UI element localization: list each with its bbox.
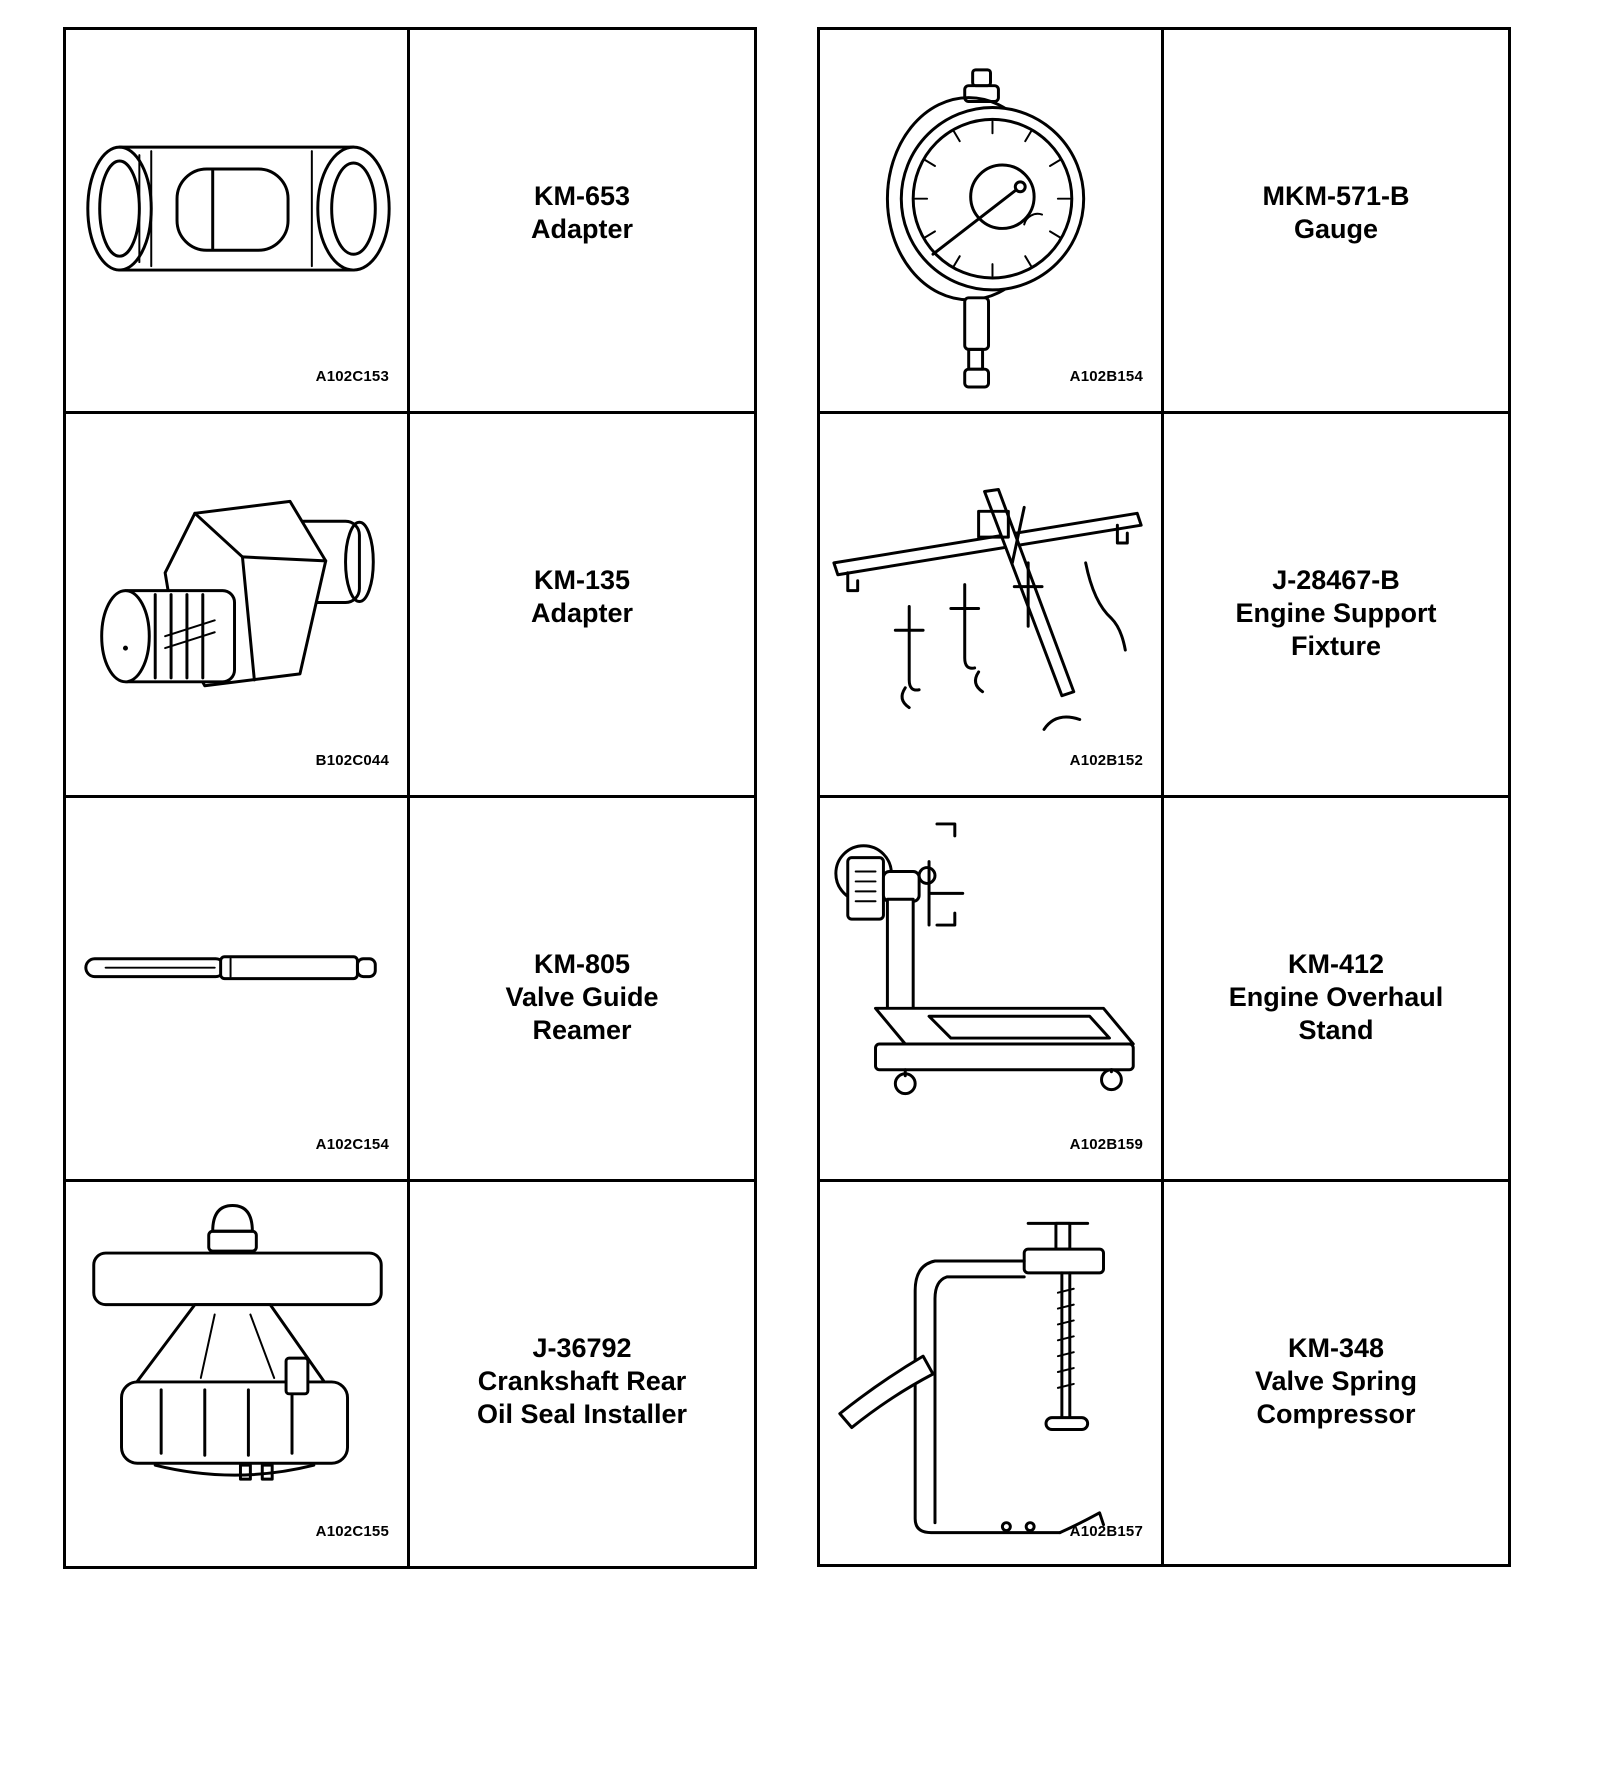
dial-gauge-drawing <box>885 68 1086 389</box>
valve-spring-compressor-drawing <box>838 1221 1105 1535</box>
figure-code: A102B157 <box>1069 1523 1143 1540</box>
tool-label: KM-412 Engine Overhaul Stand <box>1164 948 1508 1047</box>
figure-code: A102B154 <box>1069 368 1143 385</box>
tool-name-line: Gauge <box>1293 214 1379 244</box>
tool-illustration-km-135: B102C044 <box>66 414 410 798</box>
engine-overhaul-stand-drawing <box>834 822 1135 1096</box>
tool-label: KM-135 Adapter <box>410 564 754 630</box>
tool-label: J-28467-B Engine Support Fixture <box>1164 564 1508 663</box>
tool-label: MKM-571-B Gauge <box>1164 180 1508 246</box>
adapter-sleeve-drawing <box>86 145 391 272</box>
oil-seal-installer-drawing <box>92 1203 383 1481</box>
part-number: KM-135 <box>533 565 631 595</box>
tool-label: KM-805 Valve Guide Reamer <box>410 948 754 1047</box>
tool-name-line: Valve Spring <box>1254 1366 1418 1396</box>
tool-illustration-mkm-571-b: A102B154 <box>820 30 1164 414</box>
tool-name-line: Stand <box>1298 1015 1374 1045</box>
tool-name-line: Fixture <box>1290 631 1382 661</box>
tool-label-cell: KM-348 Valve Spring Compressor <box>1164 1182 1508 1566</box>
tool-illustration-km-412: A102B159 <box>820 798 1164 1182</box>
tool-illustration-km-348: A102B157 <box>820 1182 1164 1566</box>
tool-label: J-36792 Crankshaft Rear Oil Seal Install… <box>410 1332 754 1431</box>
tool-name-line: Oil Seal Installer <box>476 1399 688 1429</box>
tool-name-line: Engine Overhaul <box>1228 982 1444 1012</box>
threaded-adapter-drawing <box>100 499 375 688</box>
tool-name-line: Crankshaft Rear <box>477 1366 687 1396</box>
tool-label: KM-653 Adapter <box>410 180 754 246</box>
tool-name-line: Reamer <box>532 1015 632 1045</box>
tool-label-cell: KM-135 Adapter <box>410 414 754 798</box>
tool-label-cell: MKM-571-B Gauge <box>1164 30 1508 414</box>
figure-code: A102C153 <box>315 368 389 385</box>
part-number: J-36792 <box>532 1333 632 1363</box>
part-number: KM-653 <box>533 181 631 211</box>
part-number: KM-348 <box>1287 1333 1385 1363</box>
tool-name-line: Valve Guide <box>505 982 659 1012</box>
tool-label-cell: J-28467-B Engine Support Fixture <box>1164 414 1508 798</box>
tool-label-cell: KM-412 Engine Overhaul Stand <box>1164 798 1508 1182</box>
engine-support-fixture-drawing <box>832 488 1143 731</box>
tool-illustration-km-653: A102C153 <box>66 30 410 414</box>
left-tools-table: A102C153 KM-653 Adapter B102C044 <box>63 27 757 1569</box>
tool-illustration-j-36792: A102C155 <box>66 1182 410 1566</box>
figure-code: A102C155 <box>315 1523 389 1540</box>
tool-label: KM-348 Valve Spring Compressor <box>1164 1332 1508 1431</box>
tool-illustration-km-805: A102C154 <box>66 798 410 1182</box>
figure-code: A102B152 <box>1069 752 1143 769</box>
tool-label-cell: J-36792 Crankshaft Rear Oil Seal Install… <box>410 1182 754 1566</box>
part-number: KM-412 <box>1287 949 1385 979</box>
right-tools-table: A102B154 MKM-571-B Gauge <box>817 27 1511 1567</box>
tool-name-line: Adapter <box>530 598 633 628</box>
valve-guide-reamer-drawing <box>84 955 377 981</box>
figure-code: B102C044 <box>315 752 389 769</box>
tool-name-line: Adapter <box>530 214 633 244</box>
tool-name-line: Compressor <box>1256 1399 1416 1429</box>
tool-label-cell: KM-805 Valve Guide Reamer <box>410 798 754 1182</box>
figure-code: A102B159 <box>1069 1136 1143 1153</box>
figure-code: A102C154 <box>315 1136 389 1153</box>
tool-name-line: Engine Support <box>1235 598 1437 628</box>
part-number: MKM-571-B <box>1262 181 1410 211</box>
tool-label-cell: KM-653 Adapter <box>410 30 754 414</box>
part-number: KM-805 <box>533 949 631 979</box>
tool-illustration-j-28467-b: A102B152 <box>820 414 1164 798</box>
part-number: J-28467-B <box>1272 565 1400 595</box>
